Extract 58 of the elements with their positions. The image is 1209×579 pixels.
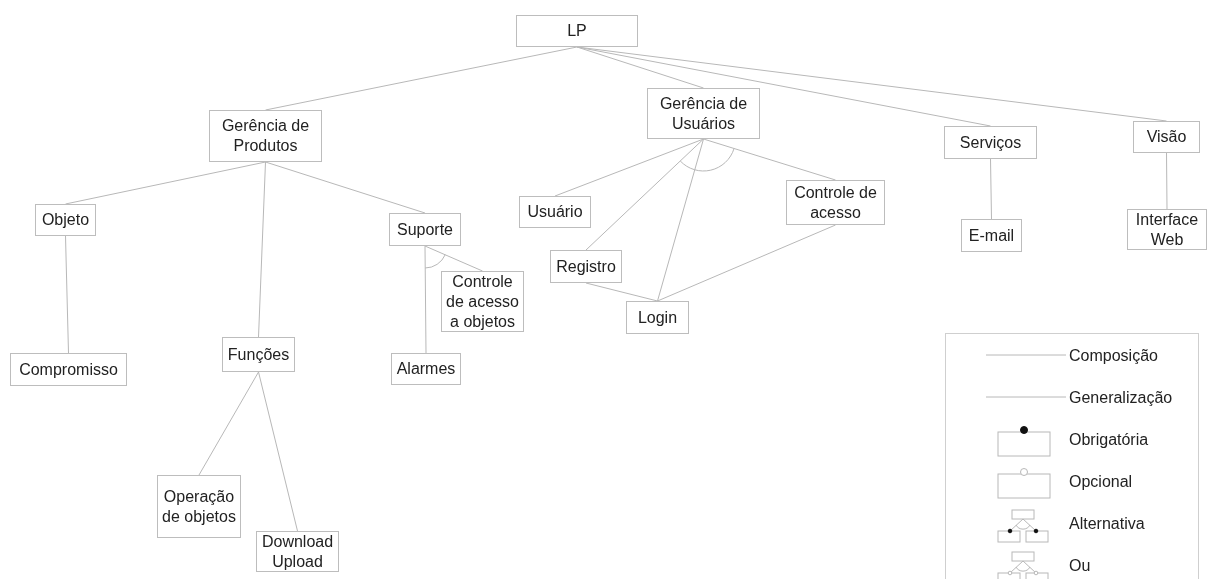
feature-label: Funções [227,344,290,365]
legend-label: Composição [1069,346,1158,366]
connector-line [703,138,836,181]
feature-box [157,475,241,538]
feature-box [1127,209,1207,250]
connector-line [657,224,836,302]
feature-label: Alarmes [396,359,456,379]
feature-label: Login [637,307,678,328]
legend-label: Generalização [1069,388,1173,408]
feature-label: Interface Web [1134,209,1200,250]
feature-box [944,126,1037,159]
legend-label: Alternativa [1069,514,1145,534]
feature-label: Controle de acesso [793,182,878,223]
feature-box [35,204,96,236]
connector-line [585,282,658,302]
feature-box [389,213,461,246]
feature-label: LP [567,21,587,41]
feature-label: Registro [556,256,616,277]
connector-line [198,371,259,476]
feature-box [550,250,622,283]
connector-line [990,158,992,220]
connector-line [424,245,427,354]
connector-line [65,235,69,354]
feature-label: Operação de objetos [161,486,237,527]
feature-box [961,219,1022,252]
legend-label: Opcional [1069,472,1133,492]
feature-box [647,88,760,139]
feature-label: Gerência de Produtos [220,116,311,156]
feature-label: Controle de acesso a objetos [445,271,520,332]
feature-label: Compromisso [19,359,118,380]
feature-box [391,353,461,385]
connector-line [258,161,266,338]
feature-label: Suporte [396,219,453,240]
feature-label: Serviços [959,132,1022,153]
feature-label: Objeto [41,210,90,230]
feature-box [519,196,591,228]
connector-line [258,371,298,532]
connector-line [1166,152,1168,210]
feature-box [626,301,689,334]
feature-box [516,15,638,47]
connector-line [554,138,704,197]
connector-line [424,245,483,272]
feature-box [222,337,295,372]
feature-box [786,180,885,225]
connector-line [65,161,266,205]
connector-line [265,161,426,214]
feature-label: Usuário [527,202,583,222]
legend-label: Obrigatória [1069,430,1149,450]
feature-box [209,110,322,162]
feature-label: E-mail [968,225,1015,246]
feature-label: Gerência de Usuários [658,93,749,134]
feature-box [1133,121,1200,153]
feature-label: Download Upload [260,531,335,572]
legend-label: Ou [1069,556,1091,576]
feature-box [10,353,127,386]
feature-label: Visão [1146,127,1187,147]
connector-line [657,138,704,302]
connector-line [585,138,704,251]
